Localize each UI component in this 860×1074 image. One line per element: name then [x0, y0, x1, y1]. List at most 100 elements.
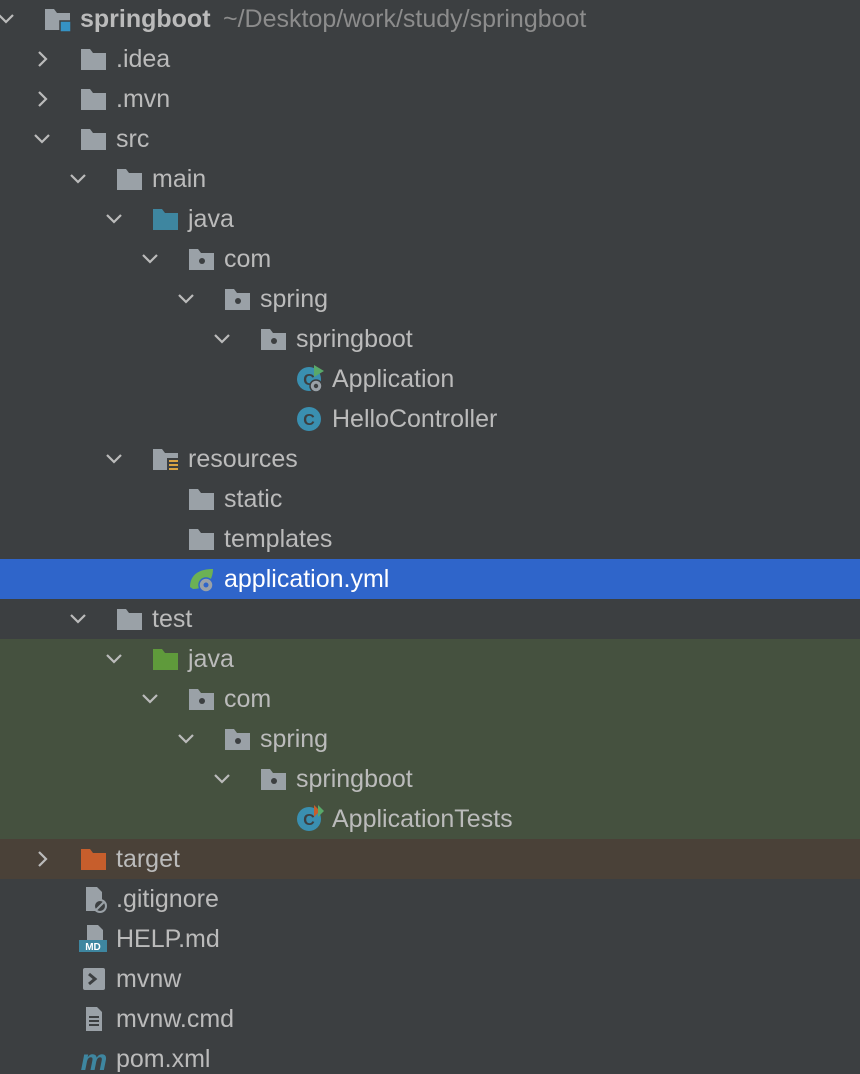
chevron-down-icon[interactable]: [104, 649, 124, 669]
tree-item-label: com: [224, 245, 272, 273]
tree-item-hellocontroller[interactable]: C HelloController: [0, 399, 860, 439]
tree-item-label: springboot: [296, 765, 413, 793]
tree-item-label: spring: [260, 285, 329, 313]
tree-item-label: mvnw: [116, 965, 182, 993]
markdown-file-icon: MD: [79, 925, 109, 953]
tree-item-target[interactable]: target: [0, 839, 860, 879]
chevron-right-icon[interactable]: [32, 49, 52, 69]
chevron-right-icon[interactable]: [32, 89, 52, 109]
resources-folder-icon: [151, 445, 181, 473]
project-path: ~/Desktop/work/study/springboot: [223, 5, 587, 33]
tree-item-label: java: [188, 205, 234, 233]
tree-item-test[interactable]: test: [0, 599, 860, 639]
tree-item-src[interactable]: src: [0, 119, 860, 159]
tree-item-label: pom.xml: [116, 1045, 211, 1073]
folder-icon: [187, 525, 217, 553]
tree-item-static[interactable]: static: [0, 479, 860, 519]
chevron-down-icon[interactable]: [212, 329, 232, 349]
tree-item-spring[interactable]: spring: [0, 279, 860, 319]
tree-item-label: com: [224, 685, 272, 713]
module-folder-icon: [43, 5, 73, 33]
tree-item-label: .gitignore: [116, 885, 219, 913]
tree-item-label: static: [224, 485, 283, 513]
package-icon: [259, 325, 289, 353]
tree-item-label: spring: [260, 725, 329, 753]
chevron-down-icon[interactable]: [140, 689, 160, 709]
tree-item-label: resources: [188, 445, 298, 473]
test-class-icon: C: [295, 805, 325, 833]
chevron-down-icon[interactable]: [140, 249, 160, 269]
tree-item-label: HELP.md: [116, 925, 220, 953]
tree-item-mvnw[interactable]: mvnw: [0, 959, 860, 999]
tree-item-idea[interactable]: .idea: [0, 39, 860, 79]
tree-item-label: src: [116, 125, 150, 153]
tree-item-label: templates: [224, 525, 333, 553]
spring-boot-class-icon: C: [295, 365, 325, 393]
chevron-down-icon[interactable]: [32, 129, 52, 149]
source-folder-icon: [151, 205, 181, 233]
folder-icon: [79, 45, 109, 73]
tree-item-applicationtests[interactable]: C ApplicationTests: [0, 799, 860, 839]
tree-item-label: springboot: [80, 5, 211, 33]
svg-text:C: C: [303, 412, 315, 429]
chevron-down-icon[interactable]: [176, 729, 196, 749]
tree-item-resources[interactable]: resources: [0, 439, 860, 479]
text-file-icon: [79, 1005, 109, 1033]
tree-item-gitignore[interactable]: .gitignore: [0, 879, 860, 919]
package-icon: [259, 765, 289, 793]
folder-icon: [79, 85, 109, 113]
folder-icon: [79, 125, 109, 153]
chevron-down-icon[interactable]: [104, 449, 124, 469]
tree-item-springboot[interactable]: springboot: [0, 319, 860, 359]
tree-item-label: main: [152, 165, 207, 193]
gitignore-file-icon: [79, 885, 109, 913]
maven-pom-icon: m: [79, 1044, 109, 1074]
tree-item-label: mvnw.cmd: [116, 1005, 235, 1033]
chevron-down-icon[interactable]: [212, 769, 232, 789]
tree-item-com[interactable]: com: [0, 679, 860, 719]
chevron-down-icon[interactable]: [104, 209, 124, 229]
tree-item-label: Application: [332, 365, 455, 393]
package-icon: [187, 245, 217, 273]
tree-item-java[interactable]: java: [0, 639, 860, 679]
spring-yml-icon: [187, 565, 217, 593]
chevron-right-icon[interactable]: [32, 849, 52, 869]
tree-item-label: HelloController: [332, 405, 498, 433]
svg-text:C: C: [303, 812, 315, 829]
package-icon: [223, 285, 253, 313]
tree-item-com[interactable]: com: [0, 239, 860, 279]
tree-item-mvn[interactable]: .mvn: [0, 79, 860, 119]
svg-text:m: m: [81, 1045, 108, 1073]
folder-icon: [187, 485, 217, 513]
tree-item-label: ApplicationTests: [332, 805, 513, 833]
chevron-down-icon[interactable]: [176, 289, 196, 309]
tree-item-springboot[interactable]: springboot: [0, 759, 860, 799]
tree-item-springboot[interactable]: springboot ~/Desktop/work/study/springboo…: [0, 0, 860, 39]
tree-item-main[interactable]: main: [0, 159, 860, 199]
tree-item-application-yml[interactable]: application.yml: [0, 559, 860, 599]
class-icon: C: [295, 405, 325, 433]
tree-item-java[interactable]: java: [0, 199, 860, 239]
tree-item-templates[interactable]: templates: [0, 519, 860, 559]
package-icon: [187, 685, 217, 713]
tree-item-label: test: [152, 605, 193, 633]
excluded-folder-icon: [79, 845, 109, 873]
tree-item-label: springboot: [296, 325, 413, 353]
tree-item-spring[interactable]: spring: [0, 719, 860, 759]
shell-script-icon: [79, 965, 109, 993]
tree-item-pom-xml[interactable]: m pom.xml: [0, 1039, 860, 1074]
package-icon: [223, 725, 253, 753]
chevron-down-icon[interactable]: [68, 609, 88, 629]
tree-item-label: .mvn: [116, 85, 171, 113]
tree-item-label: application.yml: [224, 565, 390, 593]
folder-icon: [115, 165, 145, 193]
chevron-down-icon[interactable]: [68, 169, 88, 189]
chevron-down-icon[interactable]: [0, 9, 16, 29]
folder-icon: [115, 605, 145, 633]
tree-item-mvnw-cmd[interactable]: mvnw.cmd: [0, 999, 860, 1039]
tree-item-label: target: [116, 845, 180, 873]
tree-item-label: java: [188, 645, 234, 673]
test-folder-icon: [151, 645, 181, 673]
